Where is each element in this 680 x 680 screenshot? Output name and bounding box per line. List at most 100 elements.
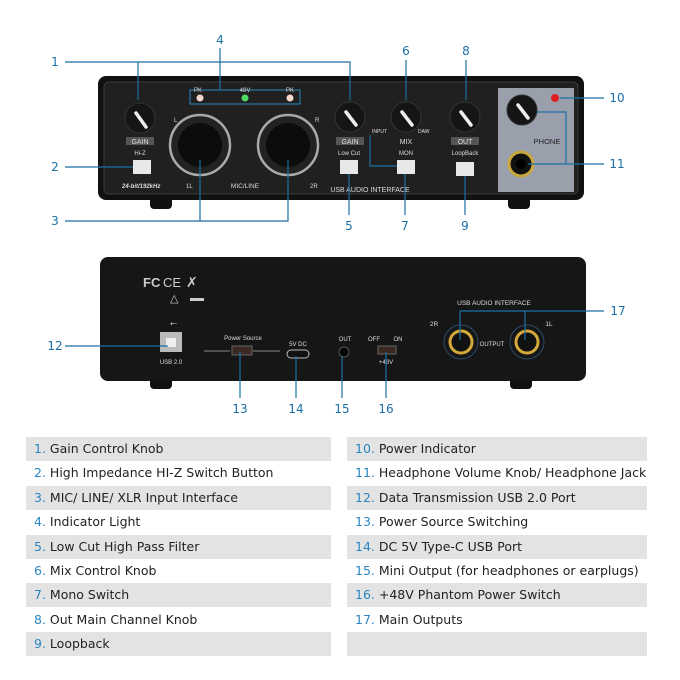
loopback-button[interactable]	[456, 162, 474, 176]
out-knob[interactable]	[449, 101, 481, 133]
brand-label: USB AUDIO INTERFACE	[330, 187, 410, 194]
legend-item: 3. MIC/ LINE/ XLR Input Interface	[26, 485, 331, 510]
indicator-label: PK	[286, 88, 294, 94]
output-label: OUTPUT	[480, 342, 505, 348]
hiz-button[interactable]	[133, 160, 151, 174]
legend-item: 16. +48V Phantom Power Switch	[347, 583, 647, 608]
usb-label: USB 2.0	[160, 360, 183, 366]
legend-text: Headphone Volume Knob/ Headphone Jack	[378, 465, 647, 481]
legend-text: +48V Phantom Power Switch	[378, 587, 561, 603]
legend-text: MIC/ LINE/ XLR Input Interface	[49, 489, 238, 505]
lowcut-label: Low Cut	[338, 151, 360, 157]
off-label: OFF	[368, 337, 380, 343]
back-brand-label: USB AUDIO INTERFACE	[457, 300, 531, 307]
legend-number: 12.	[355, 489, 375, 505]
legend-text: Main Outputs	[378, 611, 463, 627]
callout-13: 13	[232, 402, 247, 416]
back-panel: FC CE ✗ △ ⭠ USB 2.0 Power Source 5V DC O…	[100, 257, 586, 389]
legend-item: 10. Power Indicator	[347, 437, 647, 461]
loopback-label: LoopBack	[452, 151, 480, 157]
legend-text: DC 5V Type-C USB Port	[378, 538, 523, 554]
fc-mark: FC	[143, 275, 161, 290]
callout-17: 17	[610, 304, 625, 318]
channel-r-label: R	[315, 118, 320, 124]
phone-label: PHONE	[534, 137, 561, 146]
mix-label: MIX	[400, 139, 413, 146]
power-led	[551, 94, 559, 102]
48v-led	[241, 94, 249, 102]
power-source-switch[interactable]	[231, 345, 253, 356]
legend-item: 6. Mix Control Knob	[26, 559, 331, 583]
mix-knob[interactable]	[390, 101, 422, 133]
on-label: ON	[394, 337, 403, 343]
callout-3: 3	[51, 214, 59, 228]
out-label: OUT	[458, 139, 474, 146]
phantom-switch[interactable]	[377, 345, 397, 355]
gain-knob-1[interactable]	[124, 102, 156, 134]
weee-bar	[190, 298, 204, 301]
usb-symbol-icon: ⭠	[170, 318, 177, 328]
indicator-label: PK	[194, 88, 202, 94]
weee-icon: ✗	[186, 274, 198, 290]
callout-7: 7	[401, 219, 409, 233]
callout-10: 10	[609, 91, 624, 105]
callout-1: 1	[51, 55, 59, 69]
legend-item: 17. Main Outputs	[347, 608, 647, 632]
legend-item: 9. Loopback	[26, 632, 331, 657]
mini-out-jack[interactable]	[338, 346, 350, 358]
legend-number: 15.	[355, 563, 375, 578]
channel-l-label: L	[174, 118, 178, 124]
mon-button[interactable]	[397, 160, 415, 174]
gain-knob-2[interactable]	[334, 101, 366, 133]
gain-label: GAIN	[131, 139, 148, 146]
legend-item: 14. DC 5V Type-C USB Port	[347, 534, 647, 559]
legend-text: Low Cut High Pass Filter	[49, 538, 200, 554]
pk-led-right	[286, 94, 294, 102]
callout-4: 4	[216, 33, 224, 47]
legend-item: 15. Mini Output (for headphones or earpl…	[347, 559, 647, 583]
legend-number: 1.	[34, 441, 46, 456]
out-1l-label: 1L	[545, 321, 553, 328]
legend-number: 14.	[355, 538, 375, 554]
legend-number: 3.	[34, 489, 46, 505]
main-output-2r[interactable]	[443, 324, 479, 360]
phone-knob[interactable]	[506, 94, 538, 126]
legend-number: 11.	[355, 465, 375, 481]
indicator-box	[189, 89, 301, 105]
legend-item: 4. Indicator Light	[26, 510, 331, 534]
legend-item: 12. Data Transmission USB 2.0 Port	[347, 485, 647, 510]
legend-number: 9.	[34, 636, 46, 652]
type-c-port[interactable]	[286, 349, 310, 359]
callout-5: 5	[345, 219, 353, 233]
mon-label: MON	[399, 151, 413, 157]
legend-number: 8.	[34, 611, 46, 627]
legend-number: 16.	[355, 587, 375, 603]
mix-input-label: INPUT	[372, 129, 387, 135]
legend-item: 2. High Impedance HI-Z Switch Button	[26, 461, 331, 485]
ce-mark: CE	[163, 275, 181, 290]
indicator-label: 48V	[240, 88, 251, 94]
lowcut-button[interactable]	[340, 160, 358, 174]
front-panel: PK 48V PK GAIN GAIN OUT Hi-Z L R 24-bit/…	[98, 76, 584, 209]
callout-16: 16	[378, 402, 393, 416]
callout-6: 6	[402, 44, 410, 58]
legend-number: 4.	[34, 514, 46, 530]
legend-text: High Impedance HI-Z Switch Button	[49, 465, 274, 481]
callout-2: 2	[51, 160, 59, 174]
legend-text: Gain Control Knob	[49, 441, 164, 456]
legend-item: 1. Gain Control Knob	[26, 437, 331, 461]
callout-9: 9	[461, 219, 469, 233]
mini-out-label: OUT	[339, 337, 352, 343]
main-output-1l[interactable]	[509, 324, 545, 360]
input-1-label: 1L	[186, 184, 193, 190]
legend-text: Power Source Switching	[378, 514, 529, 530]
legend-number: 17.	[355, 611, 375, 627]
legend-item: 7. Mono Switch	[26, 583, 331, 608]
legend-number: 10.	[355, 441, 375, 456]
legend-text: Loopback	[49, 636, 110, 652]
legend-number: 13.	[355, 514, 375, 530]
legend-empty-row	[347, 632, 647, 657]
out-2r-label: 2R	[430, 321, 439, 328]
mix-daw-label: DAW	[418, 129, 430, 135]
gain-label: GAIN	[341, 139, 358, 146]
